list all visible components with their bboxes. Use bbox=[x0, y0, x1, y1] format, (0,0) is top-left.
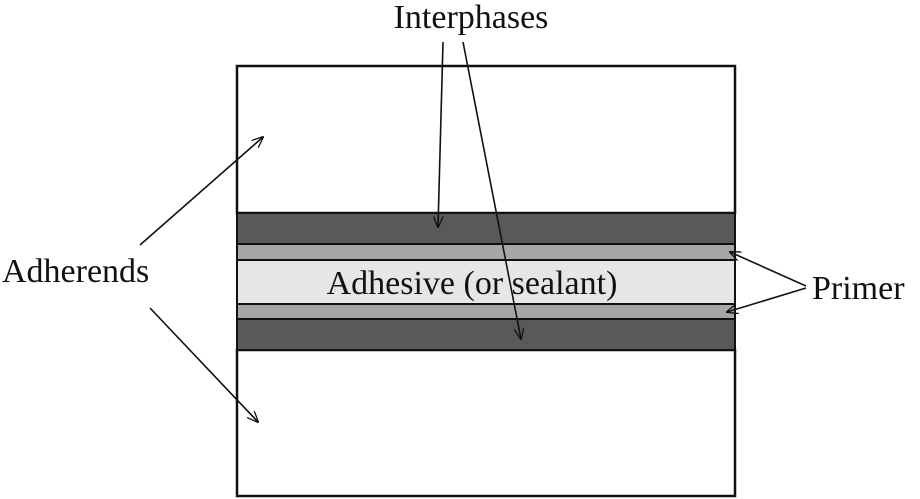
interphase-layer-top bbox=[236, 212, 736, 245]
interphases-arrow-bottom bbox=[462, 41, 521, 339]
adherends-arrow-bottom bbox=[149, 307, 258, 422]
primer-label: Primer bbox=[812, 270, 905, 307]
interphase-layer-bottom bbox=[236, 318, 736, 351]
adherend-top bbox=[235, 64, 737, 215]
interphases-label: Interphases bbox=[394, 0, 549, 36]
adhesive-label: Adhesive (or sealant) bbox=[327, 265, 618, 302]
adherends-arrow-top bbox=[139, 137, 263, 246]
primer-arrow-bottom bbox=[727, 287, 807, 312]
primer-layer-top bbox=[236, 243, 736, 261]
adherend-bottom bbox=[235, 348, 737, 498]
adhesive-layer bbox=[236, 259, 736, 305]
interphases-arrow-top bbox=[438, 41, 444, 227]
primer-arrow-top bbox=[730, 252, 807, 287]
primer-layer-bottom bbox=[236, 303, 736, 320]
adherends-label: Adherends bbox=[2, 253, 149, 290]
